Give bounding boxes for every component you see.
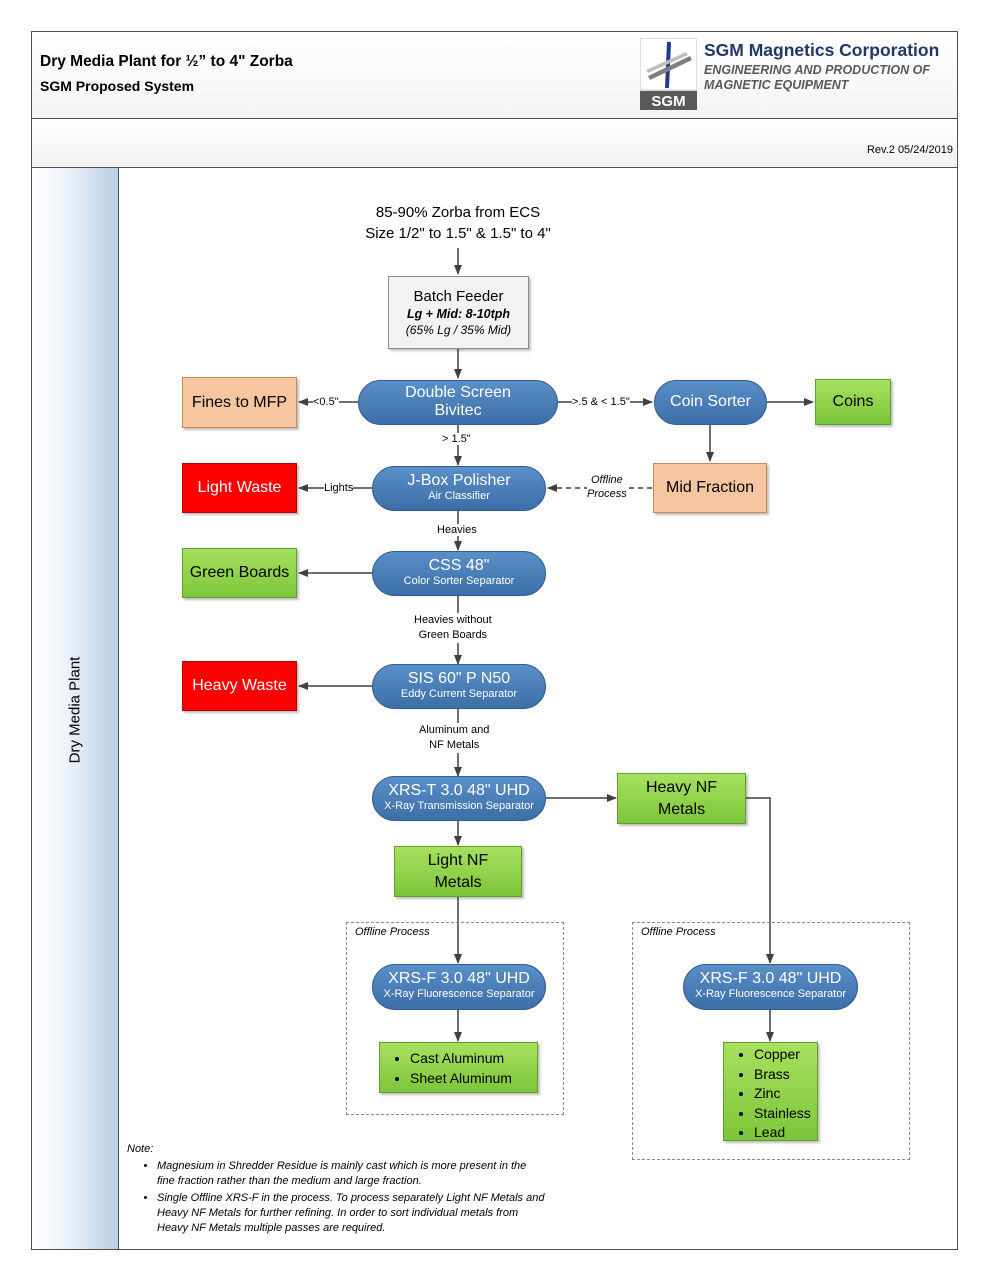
edge-label-offline-line1: Offline: [590, 474, 623, 486]
double-screen-line2: Bivitec: [434, 402, 482, 419]
xrsf-right-sub: X-Ray Fluorescence Separator: [694, 988, 846, 1000]
notes-heading: Note:: [127, 1143, 154, 1155]
logo-text: SGM: [651, 93, 685, 110]
diagram-subtitle: SGM Proposed System: [40, 78, 195, 94]
xrsf-left-node: XRS-F 3.0 48" UHD X-Ray Fluorescence Sep…: [372, 964, 546, 1010]
edge-label-lights: Lights: [324, 482, 354, 494]
aluminum-list-box: Cast Aluminum Sheet Aluminum: [379, 1042, 538, 1093]
jbox-sub: Air Classifier: [428, 490, 490, 502]
company-tagline: ENGINEERING AND PRODUCTION OF MAGNETIC E…: [704, 63, 930, 92]
edge-label-aluminum-nf: Aluminum and NF Metals: [419, 723, 490, 753]
jbox-node: J-Box Polisher Air Classifier: [372, 466, 546, 511]
edge-label-heavies-without-line1: Heavies without: [414, 614, 492, 626]
xrsf-left-title: XRS-F 3.0 48" UHD: [388, 970, 530, 987]
list-item: Zinc: [754, 1084, 817, 1104]
edge-label-alu-line1: Aluminum and: [419, 724, 490, 736]
offline-group-right: [632, 922, 910, 1160]
heavy-nf-line1: Heavy NF: [645, 778, 718, 796]
coins-box: Coins: [815, 379, 891, 425]
edge-label-offline: Offline Process: [587, 473, 627, 501]
batch-feeder-split: (65% Lg / 35% Mid): [405, 323, 512, 337]
edge-label-coin: >.5 & < 1.5": [572, 396, 630, 408]
xrsf-right-title: XRS-F 3.0 48" UHD: [699, 970, 842, 987]
xrsf-left-sub: X-Ray Fluorescence Separator: [383, 988, 535, 1000]
offline-label-left: Offline Process: [355, 926, 430, 938]
css-sub: Color Sorter Separator: [403, 575, 515, 587]
list-item: Stainless: [754, 1104, 817, 1124]
revision-date: Rev.2 05/24/2019: [866, 144, 953, 156]
heavy-nf-line2: Metals: [657, 800, 706, 818]
light-nf-box: Light NF Metals: [394, 846, 522, 897]
diagram-title: Dry Media Plant for ½” to 4" Zorba: [40, 53, 293, 70]
list-item: Sheet Aluminum: [410, 1069, 537, 1089]
xrst-title: XRS-T 3.0 48" UHD: [388, 782, 530, 799]
notes-section: Note: Magnesium in Shredder Residue is m…: [127, 1142, 547, 1238]
batch-feeder-box: Batch Feeder Lg + Mid: 8-10tph (65% Lg /…: [388, 276, 529, 349]
edge-label-alu-line2: NF Metals: [429, 739, 480, 751]
light-nf-line2: Metals: [434, 873, 482, 891]
header-bar: [31, 31, 958, 119]
input-source: 85-90% Zorba from ECS Size 1/2" to 1.5" …: [330, 202, 586, 244]
note-item: Magnesium in Shredder Residue is mainly …: [157, 1159, 547, 1189]
list-item: Lead: [754, 1123, 817, 1143]
edge-label-fines: <0.5": [313, 396, 339, 408]
coin-sorter-label: Coin Sorter: [670, 393, 751, 410]
double-screen-node: Double Screen Bivitec: [358, 380, 558, 425]
xrst-sub: X-Ray Transmission Separator: [384, 800, 534, 812]
xrst-node: XRS-T 3.0 48" UHD X-Ray Transmission Sep…: [372, 776, 546, 821]
swimlane-header: [31, 167, 119, 1250]
edge-label-heavies-without-line2: Green Boards: [418, 629, 488, 641]
mid-fraction-box: Mid Fraction: [653, 463, 767, 513]
sis-node: SIS 60" P N50 Eddy Current Separator: [372, 664, 546, 709]
sis-title: SIS 60" P N50: [407, 670, 511, 687]
edge-label-heavies-without: Heavies without Green Boards: [414, 613, 492, 643]
css-node: CSS 48" Color Sorter Separator: [372, 551, 546, 596]
batch-feeder-title: Batch Feeder: [413, 288, 504, 305]
note-item: Single Offline XRS-F in the process. To …: [157, 1191, 547, 1236]
edge-label-heavies: Heavies: [437, 524, 477, 536]
fines-box: Fines to MFP: [182, 377, 297, 428]
sis-sub: Eddy Current Separator: [400, 688, 518, 700]
company-name: SGM Magnetics Corporation: [704, 40, 940, 60]
light-nf-line1: Light NF: [427, 851, 489, 869]
xrsf-right-node: XRS-F 3.0 48" UHD X-Ray Fluorescence Sep…: [683, 964, 858, 1010]
double-screen-line1: Double Screen: [405, 384, 511, 401]
jbox-title: J-Box Polisher: [407, 472, 511, 489]
list-item: Brass: [754, 1065, 817, 1085]
edge-label-offline-line2: Process: [587, 488, 627, 500]
list-item: Copper: [754, 1045, 817, 1065]
metals-list-box: Copper Brass Zinc Stainless Lead: [723, 1042, 818, 1141]
arrow-heavynf-to-xrsf: [746, 797, 774, 964]
light-waste-box: Light Waste: [182, 463, 297, 513]
green-boards-box: Green Boards: [182, 548, 297, 598]
heavy-nf-box: Heavy NF Metals: [617, 773, 746, 824]
heavy-waste-box: Heavy Waste: [182, 661, 297, 711]
list-item: Cast Aluminum: [410, 1049, 537, 1069]
offline-label-right: Offline Process: [641, 926, 716, 938]
input-line1: 85-90% Zorba from ECS: [375, 204, 541, 221]
revision-bar: [31, 118, 958, 168]
sgm-logo: SGM: [640, 38, 697, 110]
edge-label-large: > 1.5": [442, 433, 471, 445]
coin-sorter-node: Coin Sorter: [654, 380, 767, 425]
css-title: CSS 48": [428, 557, 490, 574]
input-line2: Size 1/2" to 1.5" & 1.5" to 4": [365, 225, 551, 242]
batch-feeder-rate: Lg + Mid: 8-10tph: [406, 307, 511, 321]
offline-group-left: [346, 922, 564, 1115]
